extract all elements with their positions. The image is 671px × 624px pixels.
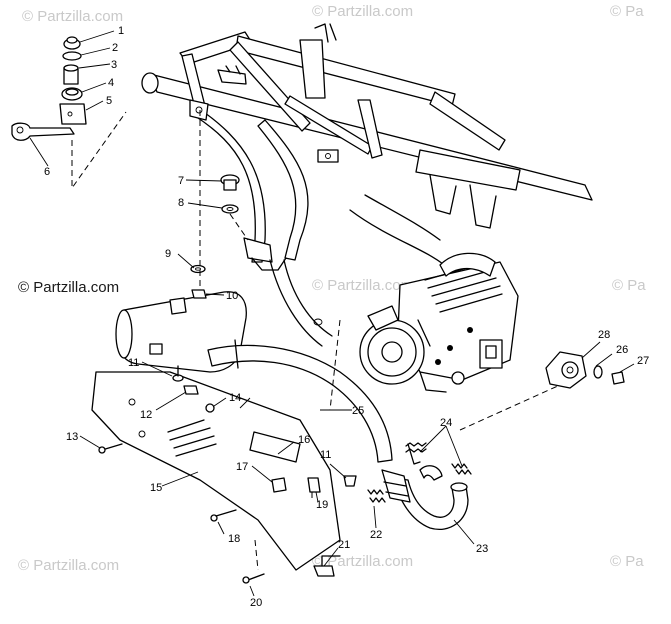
- watermark-bottom-center: © Partzilla.com: [312, 553, 413, 570]
- callout-7: 7: [178, 175, 184, 187]
- callout-18: 18: [228, 533, 240, 545]
- callout-10: 10: [226, 290, 238, 302]
- watermark-top-center: © Partzilla.com: [312, 3, 413, 20]
- callout-3: 3: [111, 59, 117, 71]
- callout-8: 8: [178, 197, 184, 209]
- callout-17: 17: [236, 461, 248, 473]
- callout-21: 21: [338, 539, 350, 551]
- callout-25: 25: [352, 405, 364, 417]
- callout-11-lower: 11: [320, 449, 331, 461]
- callout-28: 28: [598, 329, 610, 341]
- watermark-bottom-left: © Partzilla.com: [18, 557, 119, 574]
- callout-19: 19: [316, 499, 328, 511]
- callout-14: 14: [229, 392, 241, 404]
- callout-12: 12: [140, 409, 152, 421]
- watermark-top-right: © Pa: [610, 3, 644, 20]
- assembly-dashed-lines: [71, 110, 561, 571]
- callout-2: 2: [112, 42, 118, 54]
- leader-lines: [29, 30, 635, 597]
- callout-24: 24: [440, 417, 452, 429]
- atv-frame: [141, 23, 593, 347]
- watermark-bottom-right: © Pa: [610, 553, 644, 570]
- callout-23: 23: [476, 543, 488, 555]
- callout-20: 20: [250, 597, 262, 609]
- callout-4: 4: [108, 77, 114, 89]
- callout-26: 26: [616, 344, 628, 356]
- callout-1: 1: [118, 25, 124, 37]
- mount-stack: [11, 36, 87, 141]
- watermark-mid-left: © Partzilla.com: [18, 279, 119, 296]
- watermark-mid-center: © Partzilla.com: [312, 277, 413, 294]
- callout-5: 5: [106, 95, 112, 107]
- springs: [367, 442, 472, 503]
- heat-shield: [91, 371, 341, 571]
- callout-11-upper: 11: [128, 357, 139, 369]
- callout-22: 22: [370, 529, 382, 541]
- callout-6: 6: [44, 166, 50, 178]
- tail-pipe: [381, 465, 469, 530]
- hardware: [98, 174, 625, 584]
- engine: [359, 252, 519, 393]
- callout-16: 16: [298, 434, 310, 446]
- callout-9: 9: [165, 248, 171, 260]
- muffler-assembly: [115, 291, 393, 463]
- callout-labels: 1 2 3 4 5 6 7 8 9 10 11 12 13 14 15 16 1…: [44, 25, 649, 609]
- callout-15: 15: [150, 482, 162, 494]
- watermark-top-left: © Partzilla.com: [22, 8, 123, 25]
- callout-13: 13: [66, 431, 78, 443]
- callout-27: 27: [637, 355, 649, 367]
- watermark-mid-right: © Pa: [612, 277, 646, 294]
